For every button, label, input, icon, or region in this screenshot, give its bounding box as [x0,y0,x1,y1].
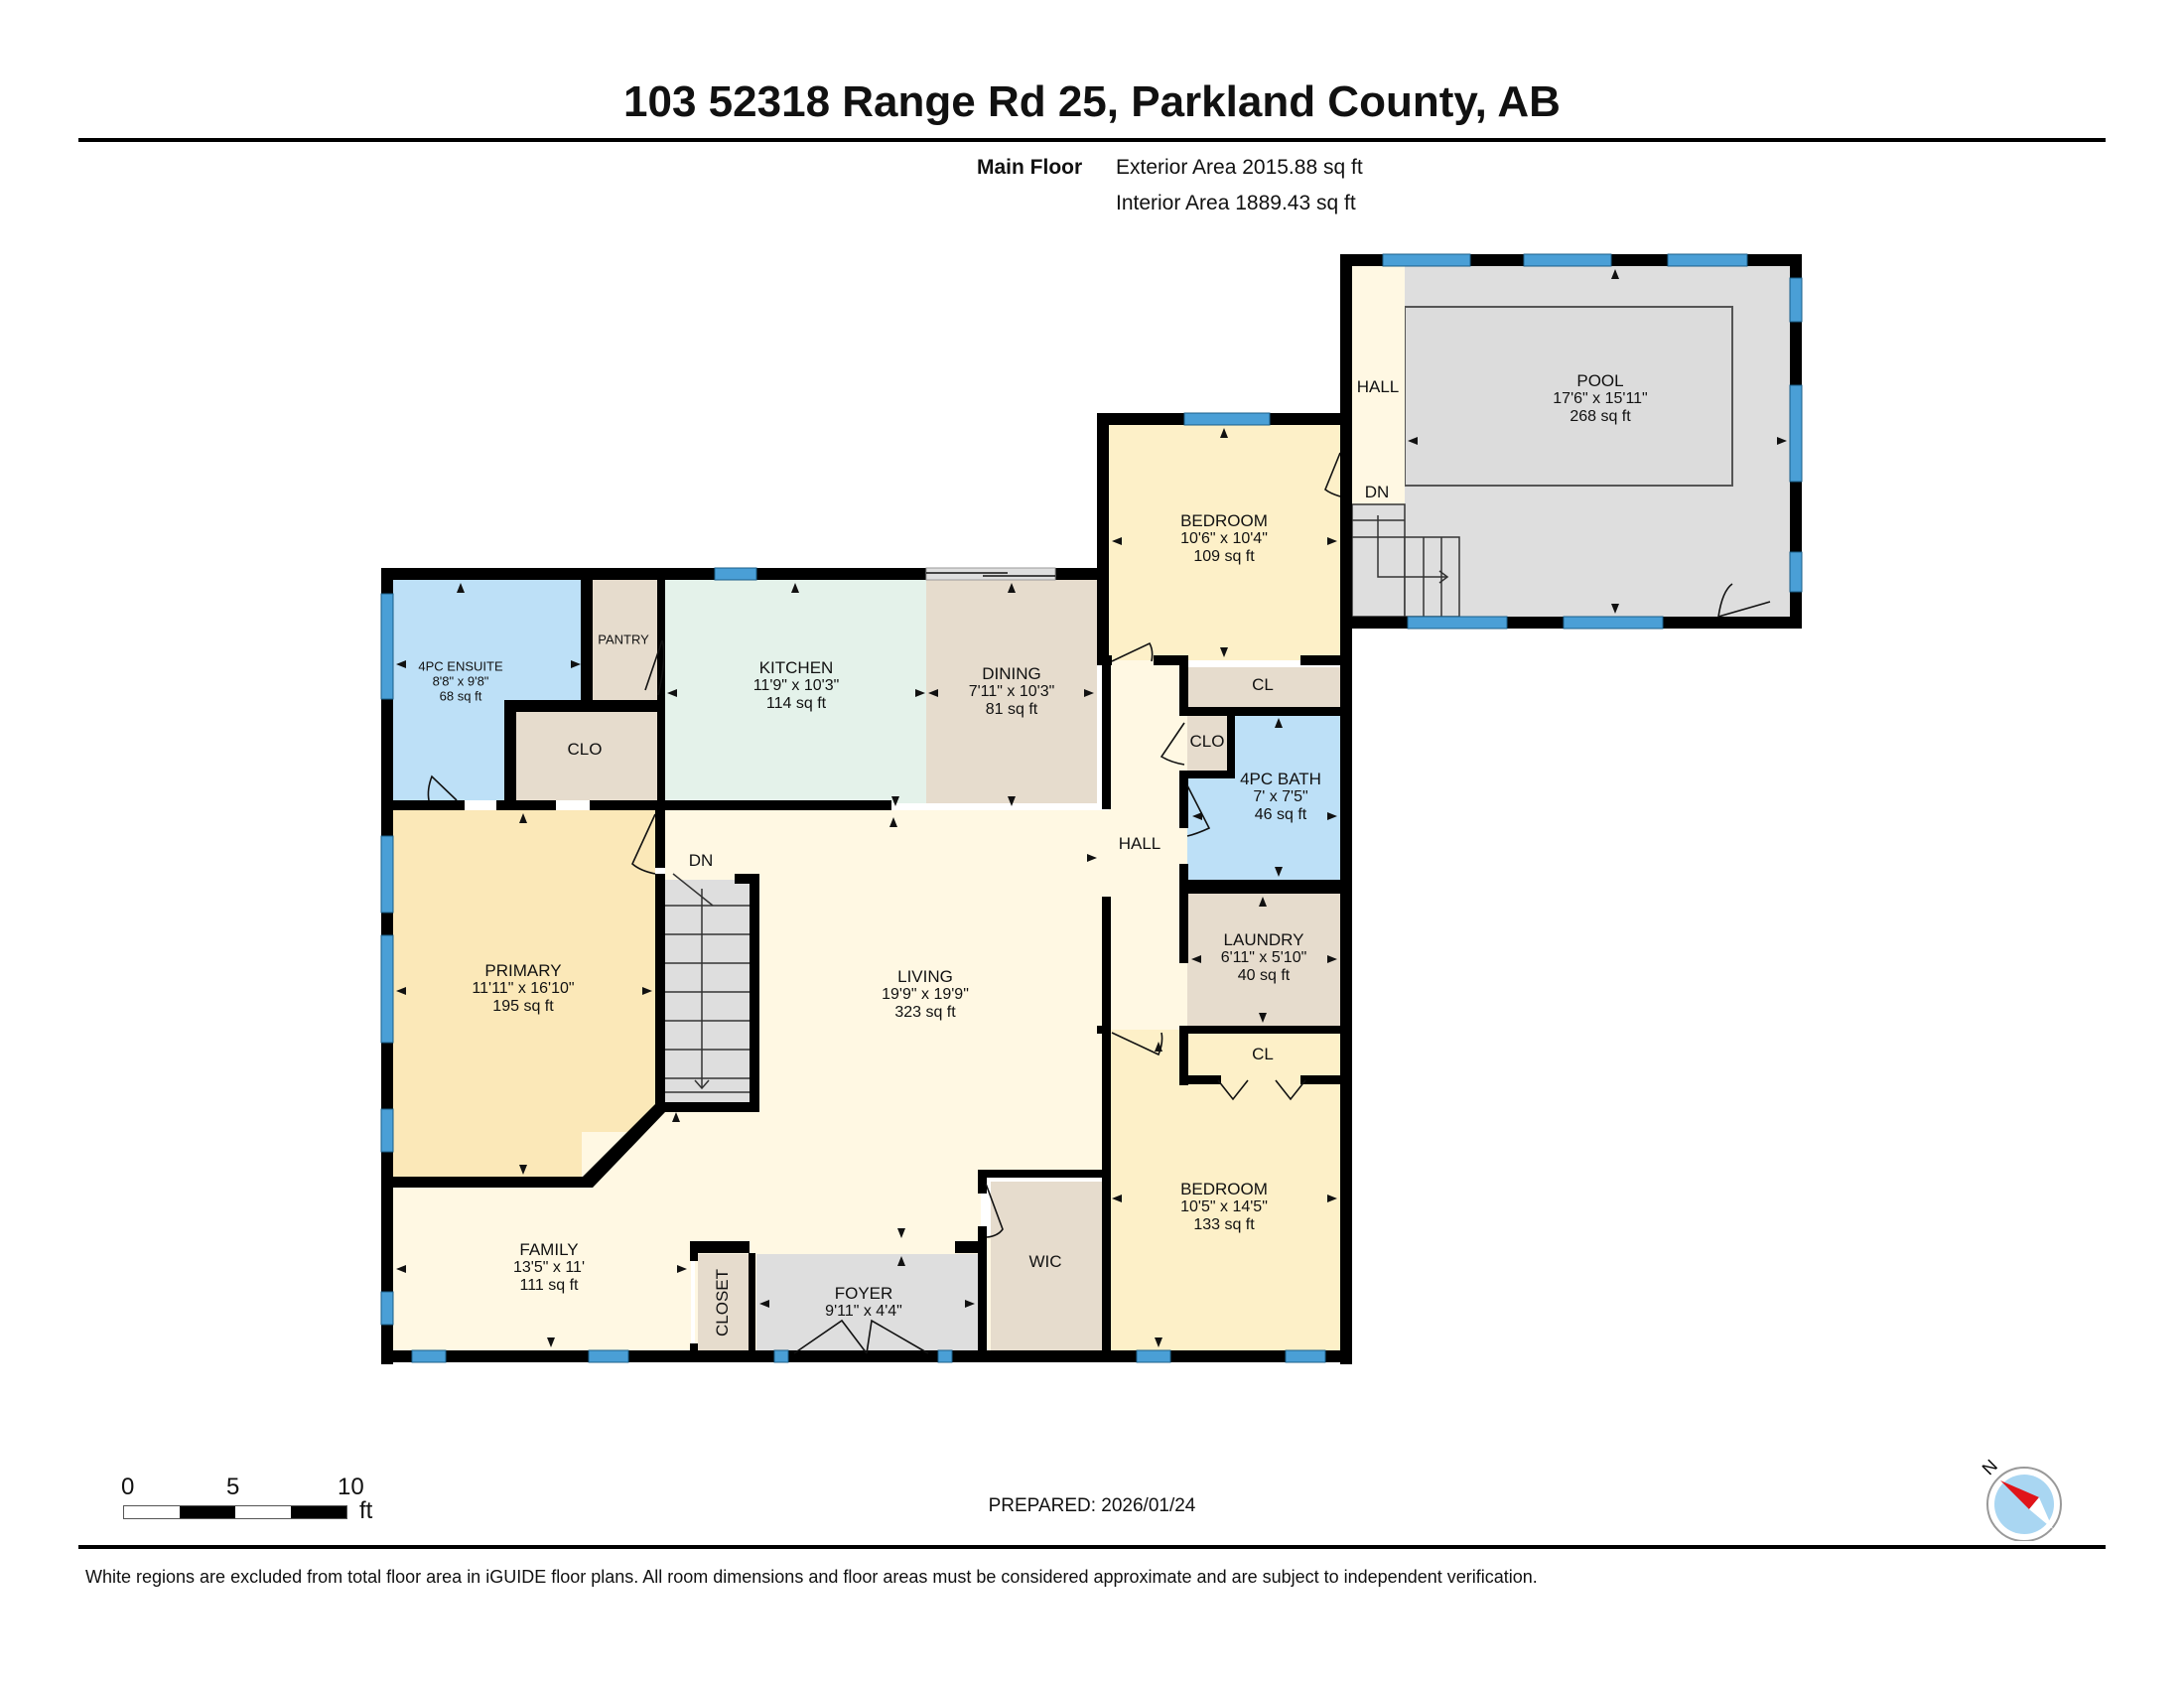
room-dining: DINING 7'11" x 10'3" 81 sq ft [968,664,1055,719]
room-hall: HALL [1118,834,1161,853]
kitchen-fill [663,580,926,803]
room-cl-top: CL [1252,675,1274,694]
header-divider [78,138,2106,142]
dimension-markers [396,269,1787,1347]
room-pantry: PANTRY [598,632,649,647]
hall-fill [1109,660,1187,1030]
room-foyer: FOYER 9'11" x 4'4" [825,1284,902,1321]
scale-label-5: 5 [226,1474,240,1500]
room-clo-ensuite: CLO [567,740,603,759]
primary-fill [393,810,655,1178]
interior-area: Interior Area 1889.43 sq ft [1116,192,1356,214]
main-stairs [665,873,750,1108]
room-bedroom-2: BEDROOM 10'5" x 14'5" 133 sq ft [1180,1180,1268,1234]
scale-label-0: 0 [121,1474,135,1500]
pool-stairs-dn: DN [1364,483,1390,501]
page-title: 103 52318 Range Rd 25, Parkland County, … [623,77,1561,126]
room-clo-bath: CLO [1189,732,1225,751]
closet-fill [698,1254,749,1350]
compass-icon: N [1978,1452,2067,1546]
scale-bar [123,1505,347,1519]
room-bedroom-1: BEDROOM 10'6" x 10'4" 109 sq ft [1180,511,1268,566]
room-laundry: LAUNDRY 6'11" x 5'10" 40 sq ft [1220,930,1307,985]
floor-name: Main Floor [977,156,1083,179]
main-stairs-dn: DN [688,851,714,870]
wic-fill [991,1182,1102,1350]
bedroom1-fill [1109,425,1340,660]
room-4pc-ensuite: 4PC ENSUITE 8'8" x 9'8" 68 sq ft [418,658,503,704]
room-pool: POOL 17'6" x 15'11" 268 sq ft [1553,371,1648,426]
laundry-fill [1187,894,1340,1026]
room-family: FAMILY 13'5" x 11' 111 sq ft [513,1240,585,1295]
svg-text:N: N [1979,1456,2001,1478]
room-living: LIVING 19'9" x 19'9" 323 sq ft [882,967,969,1022]
windows [380,253,1803,1363]
room-wic: WIC [1028,1252,1062,1271]
foyer-fill [756,1254,978,1350]
family-fill [393,1188,691,1350]
pantry-fill [593,580,657,700]
scale-unit: ft [359,1497,373,1524]
cl-top-fill [1187,667,1340,707]
dining-fill [926,580,1097,803]
room-pool-hall: HALL [1356,377,1400,396]
room-cl-bottom: CL [1252,1045,1274,1063]
exterior-area: Exterior Area 2015.88 sq ft [1116,156,1363,179]
room-primary: PRIMARY 11'11" x 16'10" 195 sq ft [472,961,575,1016]
room-kitchen: KITCHEN 11'9" x 10'3" 114 sq ft [752,658,840,713]
room-4pc-bath: 4PC BATH 7' x 7'5" 46 sq ft [1240,770,1321,824]
pool-hall-fill [1352,266,1405,504]
scale-label-10: 10 [338,1474,364,1500]
disclaimer: White regions are excluded from total fl… [85,1567,1538,1587]
room-closet: CLOSET [713,1268,732,1337]
pool-basin [1404,306,1733,487]
clo-bath-fill [1187,715,1227,771]
prepared-date: PREPARED: 2026/01/24 [988,1495,1196,1516]
doors [427,452,1771,1354]
footer-divider [78,1545,2106,1549]
clo-ensuite-fill [516,712,657,800]
